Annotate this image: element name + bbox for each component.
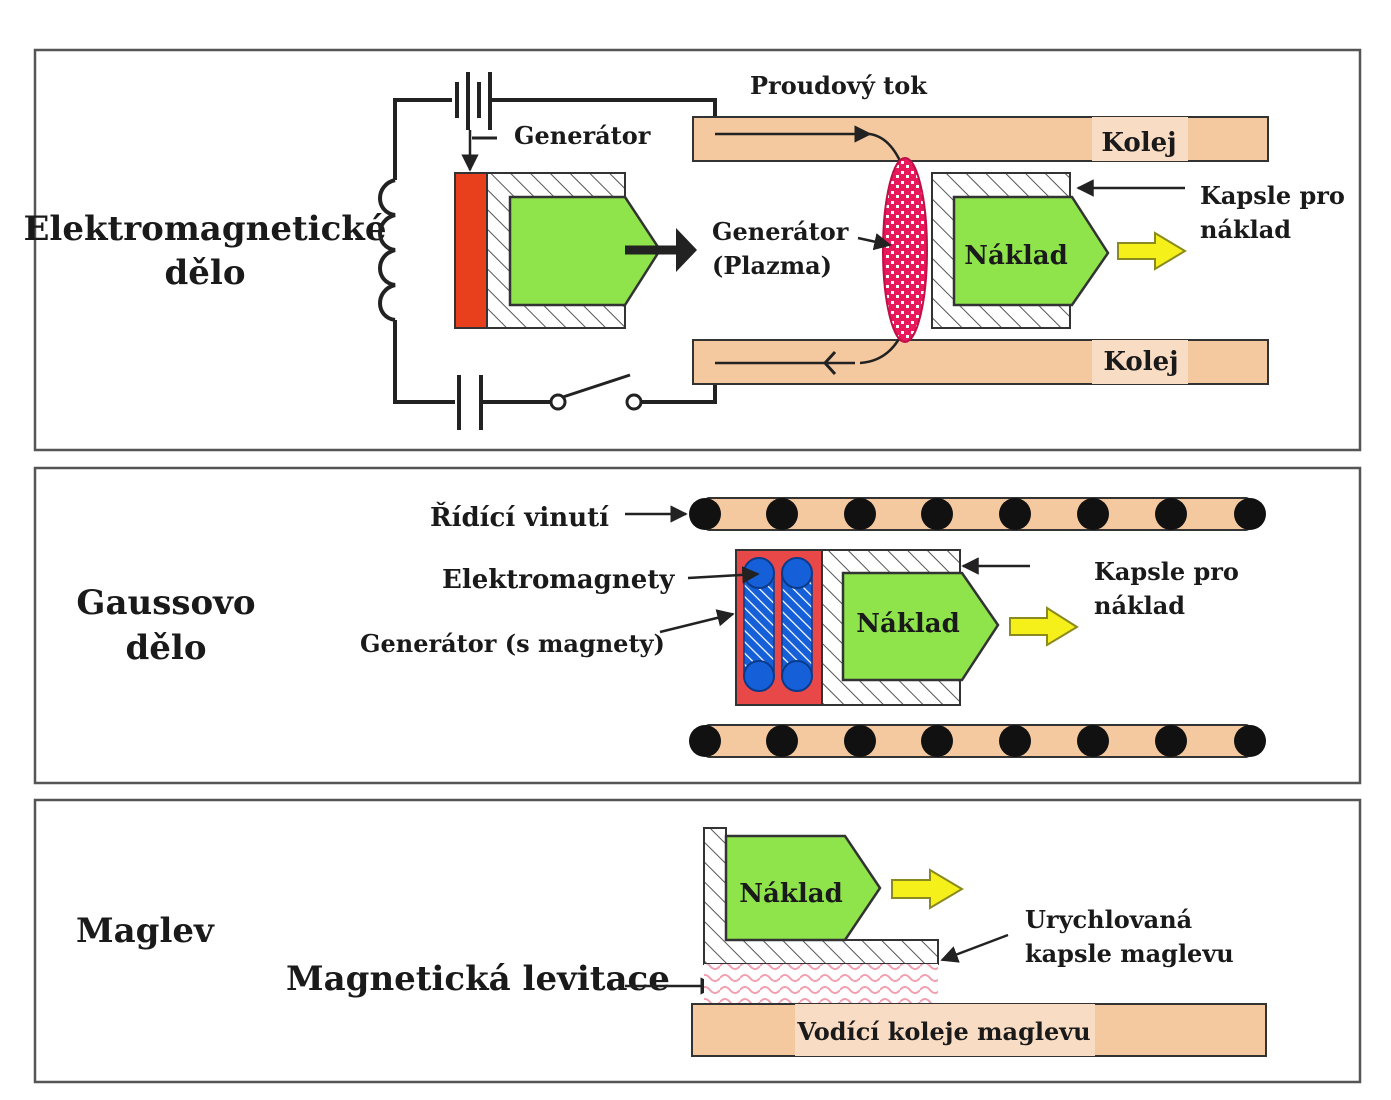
maglev-payload-label: Náklad	[739, 879, 843, 909]
control-winding-top	[689, 497, 1266, 531]
maglev-motion-arrow	[891, 868, 964, 910]
maglev-title: Maglev	[76, 911, 215, 951]
rail-top-label: Kolej	[1101, 128, 1176, 158]
railgun-payload-label: Náklad	[964, 241, 1068, 271]
plasma-label-line2: (Plazma)	[712, 251, 832, 280]
generator-plate	[454, 172, 488, 329]
generator-magnets-label: Generátor (s magnety)	[360, 629, 665, 658]
projectile-body	[508, 195, 662, 307]
maglev-payload	[724, 834, 882, 942]
current-flow-label: Proudový tok	[750, 71, 928, 100]
gauss-capsule-label-line2: náklad	[1094, 591, 1185, 620]
plasma-label-line1: Generátor	[712, 217, 849, 246]
projectile-arrowhead	[676, 228, 697, 272]
gauss-payload-label: Náklad	[856, 609, 960, 639]
gauss-panel-frame	[33, 466, 1362, 785]
control-winding-bottom	[689, 724, 1266, 758]
maglev-capsule-label-line1: Urychlovaná	[1025, 905, 1192, 934]
control-winding-label: Řídící vinutí	[430, 501, 609, 533]
gauss-motion-arrow	[1009, 606, 1079, 647]
levitation-label: Magnetická levitace	[286, 959, 670, 999]
maglev-capsule-label-line2: kapsle maglevu	[1025, 939, 1234, 968]
guide-rail-label: Vodící koleje maglevu	[796, 1017, 1090, 1046]
generator-label: Generátor	[514, 121, 651, 150]
railgun-circuit	[378, 72, 717, 430]
railgun-payload	[952, 195, 1110, 307]
plasma-armature	[882, 157, 928, 343]
railgun-title-line1: Elektromagnetické	[24, 209, 387, 249]
electromagnet-coils	[743, 557, 813, 692]
railgun-capsule-label-line2: náklad	[1200, 215, 1291, 244]
levitation-field	[704, 964, 938, 1004]
gauss-title-line1: Gaussovo	[76, 583, 255, 623]
railgun-motion-arrow	[1117, 231, 1187, 271]
gauss-capsule-label-line1: Kapsle pro	[1094, 557, 1239, 586]
railgun-panel-frame	[33, 48, 1362, 452]
gauss-title-line2: dělo	[126, 628, 207, 668]
railgun-capsule-label-line1: Kapsle pro	[1200, 181, 1345, 210]
electromagnets-label: Elektromagnety	[442, 565, 675, 595]
maglev-panel-frame	[33, 798, 1362, 1084]
railgun-title-line2: dělo	[165, 253, 246, 293]
gauss-payload	[841, 571, 1000, 682]
rail-bottom-label: Kolej	[1103, 347, 1178, 377]
